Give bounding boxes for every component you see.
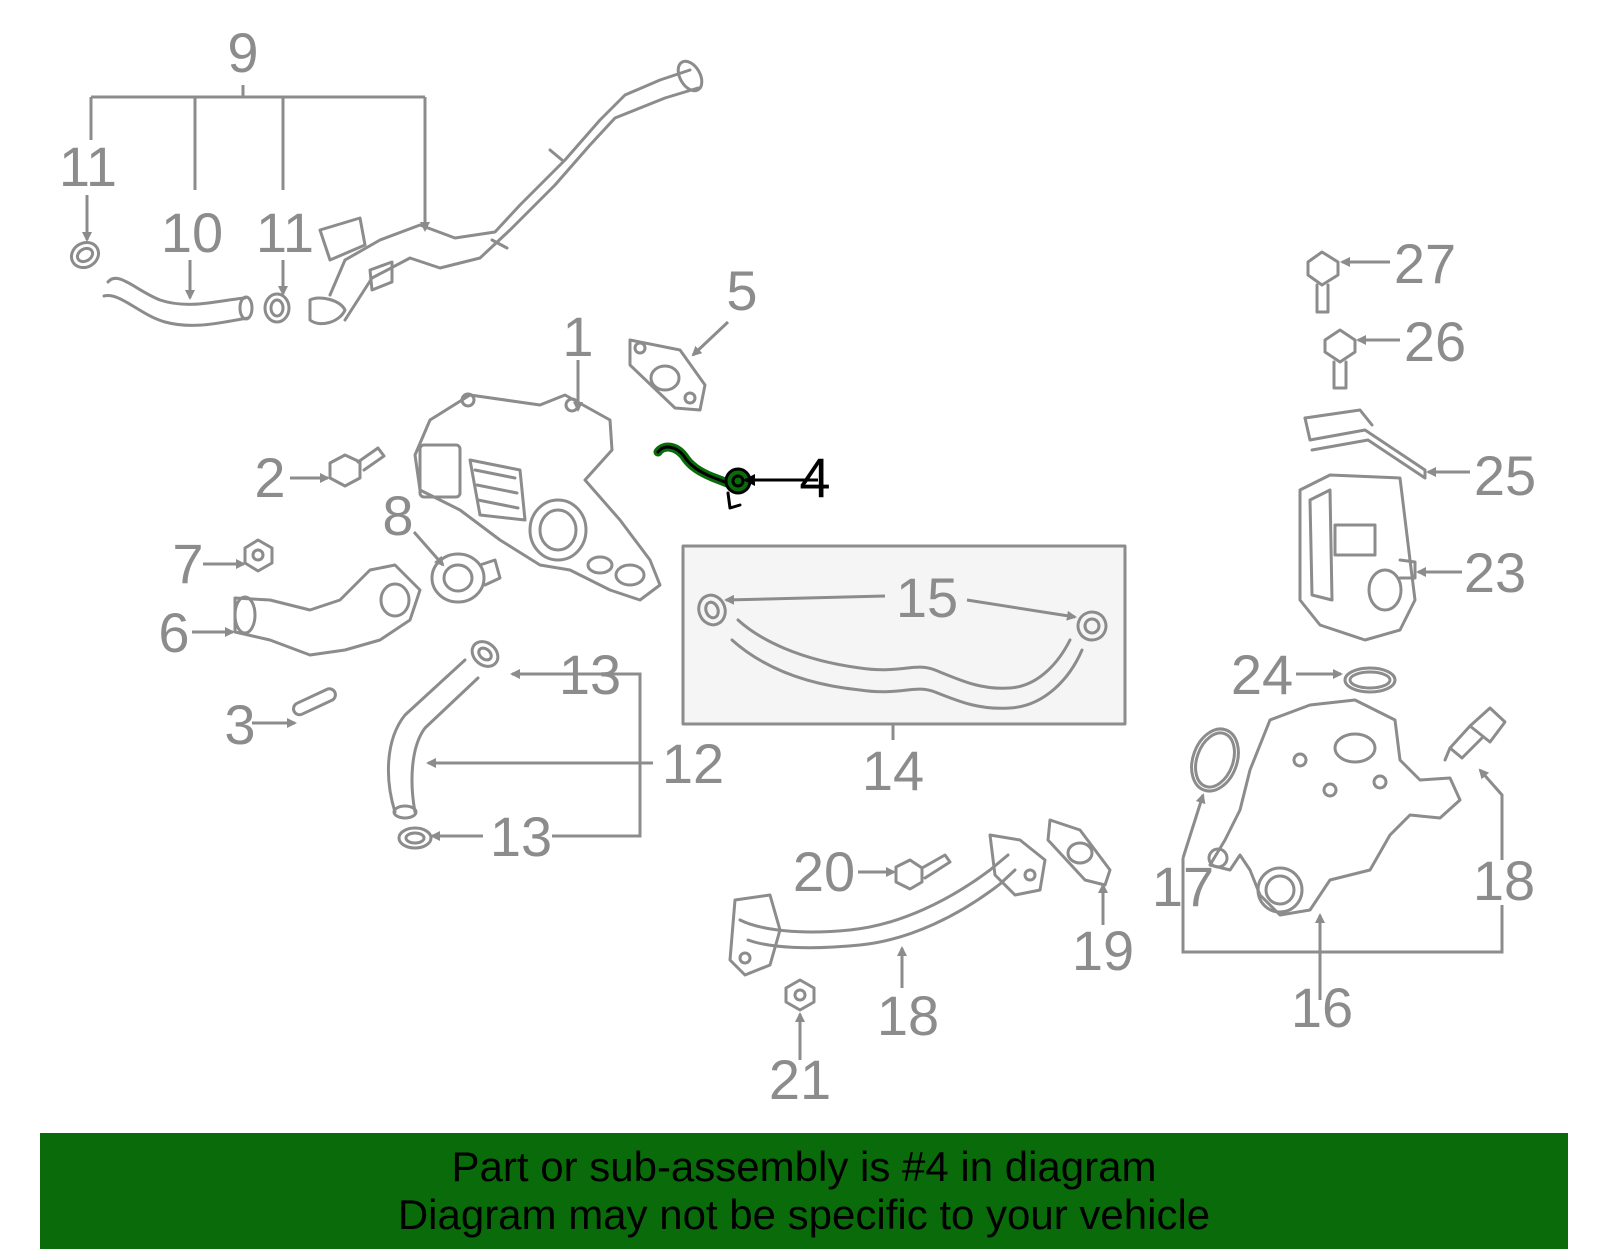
callout-4: 4	[799, 446, 830, 509]
callout-16: 16	[1291, 976, 1353, 1039]
nut-part-22[interactable]	[784, 978, 816, 1012]
clamp-part-11a[interactable]	[67, 238, 103, 273]
housing-part-16[interactable]	[1207, 698, 1462, 917]
callout-26: 26	[1404, 310, 1466, 373]
callout-14: 14	[862, 739, 924, 802]
callout-1: 1	[562, 305, 593, 368]
banner-line-part-info: Part or sub-assembly is #4 in diagram	[451, 1143, 1157, 1190]
clamp-part-15a[interactable]	[695, 591, 730, 628]
pipe-part-19[interactable]	[728, 833, 1047, 977]
callout-21: 20	[793, 840, 855, 903]
bolt-part-21[interactable]	[894, 853, 952, 891]
nut-part-7[interactable]	[243, 538, 274, 573]
clamp-part-13b[interactable]	[397, 826, 433, 850]
callout-24: 24	[1231, 643, 1293, 706]
coolant-pipe-part-9[interactable]	[308, 57, 707, 326]
bolt-part-27[interactable]	[1306, 250, 1340, 314]
callout-6: 6	[158, 601, 189, 664]
callout-27: 27	[1394, 232, 1456, 295]
tube-part-4-highlighted[interactable]	[653, 442, 752, 510]
callout-12: 12	[662, 732, 724, 795]
callout-11a: 11	[59, 135, 117, 198]
callout-18: 18	[1473, 849, 1535, 912]
hose-part-10[interactable]	[102, 276, 254, 327]
bolt-part-2[interactable]	[328, 446, 386, 488]
callout-17: 17	[1152, 855, 1214, 918]
housing-part-1[interactable]	[413, 392, 662, 602]
thermostat-part-8[interactable]	[430, 552, 502, 604]
clamp-part-13a[interactable]	[467, 637, 503, 672]
callout-23: 23	[1464, 541, 1526, 604]
callout-20: 19	[1072, 919, 1134, 982]
callout-5: 5	[726, 259, 757, 322]
callout-25: 25	[1474, 444, 1536, 507]
leader-lines	[82, 85, 1504, 1060]
module-part-23[interactable]	[1298, 473, 1417, 642]
banner-line-disclaimer: Diagram may not be specific to your vehi…	[397, 1191, 1211, 1238]
sensor-part-18[interactable]	[1443, 706, 1507, 762]
callout-15: 15	[896, 566, 958, 629]
elbow-pipe-part-6[interactable]	[233, 563, 422, 657]
callout-19: 18	[877, 984, 939, 1047]
clamp-part-15b[interactable]	[1074, 608, 1110, 644]
gasket-part-5[interactable]	[628, 338, 707, 412]
callout-8: 8	[382, 484, 413, 547]
gasket-part-20[interactable]	[1046, 818, 1112, 887]
callout-11b: 11	[256, 201, 314, 264]
info-banner: Part or sub-assembly is #4 in diagram Di…	[40, 1133, 1568, 1249]
callout-10: 10	[161, 201, 223, 264]
callout-9: 9	[227, 21, 258, 84]
bolt-part-26[interactable]	[1323, 328, 1357, 390]
o-ring-part-17[interactable]	[1183, 722, 1246, 797]
callout-2: 2	[254, 446, 285, 509]
callout-7: 7	[172, 532, 203, 595]
hose-part-14[interactable]	[730, 618, 1084, 710]
callout-13b: 13	[490, 805, 552, 868]
callout-13a: 13	[559, 643, 621, 706]
callout-3: 3	[224, 693, 255, 756]
clamp-part-11b[interactable]	[263, 292, 291, 324]
callout-22: 21	[769, 1048, 831, 1111]
pin-part-3[interactable]	[291, 687, 338, 717]
hose-part-12[interactable]	[387, 658, 480, 820]
o-ring-part-24[interactable]	[1343, 666, 1397, 694]
bracket-part-25[interactable]	[1303, 408, 1427, 480]
